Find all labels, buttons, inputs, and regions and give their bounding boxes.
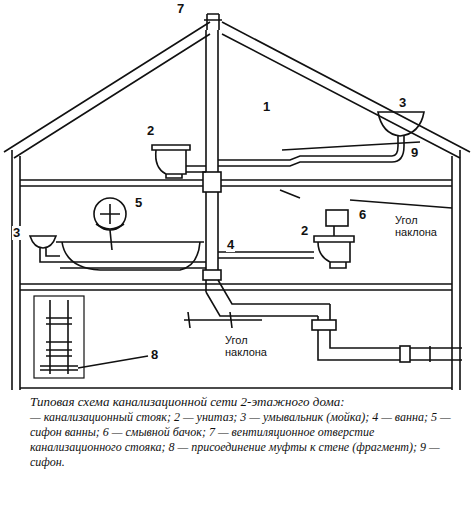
caption-title: Типовая схема канализационной сети 2-эта… (30, 394, 464, 409)
callout-number: 2 (146, 124, 155, 138)
callout-number: 3 (12, 226, 21, 240)
callout-number: 5 (134, 196, 143, 210)
slope-label: Угол наклона (394, 214, 448, 238)
callout-number: 8 (150, 348, 159, 362)
callout-number: 3 (398, 96, 407, 110)
callout-number: 6 (358, 208, 367, 222)
callout-number: 2 (300, 224, 309, 238)
callout-number: 7 (176, 2, 185, 16)
caption-text: — канализационный стояк; 2 — унитаз; 3 —… (30, 410, 464, 470)
callout-number: 4 (226, 238, 235, 252)
slope-label: Угол наклона (224, 334, 278, 358)
callout-number: 1 (262, 100, 271, 114)
callout-number: 9 (410, 146, 419, 160)
